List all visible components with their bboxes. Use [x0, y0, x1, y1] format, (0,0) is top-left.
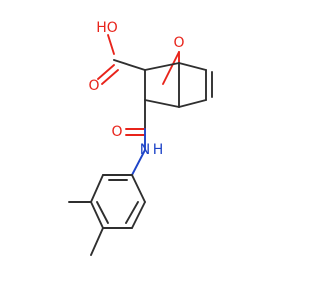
amide-carbonyl-oxygen-label: O	[111, 124, 122, 140]
bond-c5-c4	[178, 99, 207, 108]
bond-c1-c2	[144, 62, 180, 71]
bond-carboxyl-c-ring-c2	[113, 59, 146, 71]
carbonyl-oxygen-label: O	[88, 78, 99, 94]
bond-aryl-c5-c6	[131, 201, 146, 229]
bond-aryl-inner-2	[96, 201, 109, 224]
bond-c3-c4	[144, 99, 180, 108]
bridge-oxygen-label: O	[173, 35, 184, 51]
bond-c1-c6	[178, 62, 207, 71]
amide-hydrogen-label: H	[153, 142, 164, 158]
bond-aryl-c6-c1	[131, 174, 146, 203]
bond-aryl-c2-c3	[90, 174, 104, 203]
bond-carbonyl-o-carboxyl-c-a	[97, 64, 115, 80]
bond-ho-carboxyl-c	[107, 34, 115, 55]
bond-aryl-inner-3	[125, 201, 139, 224]
bond-carbonyl-o-carboxyl-c-b	[101, 69, 119, 85]
bond-aryl-c3-c4	[90, 201, 104, 229]
bond-n-aryl-c1	[131, 149, 146, 176]
bond-bridge-o-c4	[162, 51, 180, 85]
hydroxyl-label: HO	[96, 20, 118, 36]
bond-aryl-methyl-4	[90, 227, 104, 256]
structure-diagram: HO O O O N H	[68, 20, 213, 256]
amide-nitrogen-label: N	[140, 142, 150, 158]
